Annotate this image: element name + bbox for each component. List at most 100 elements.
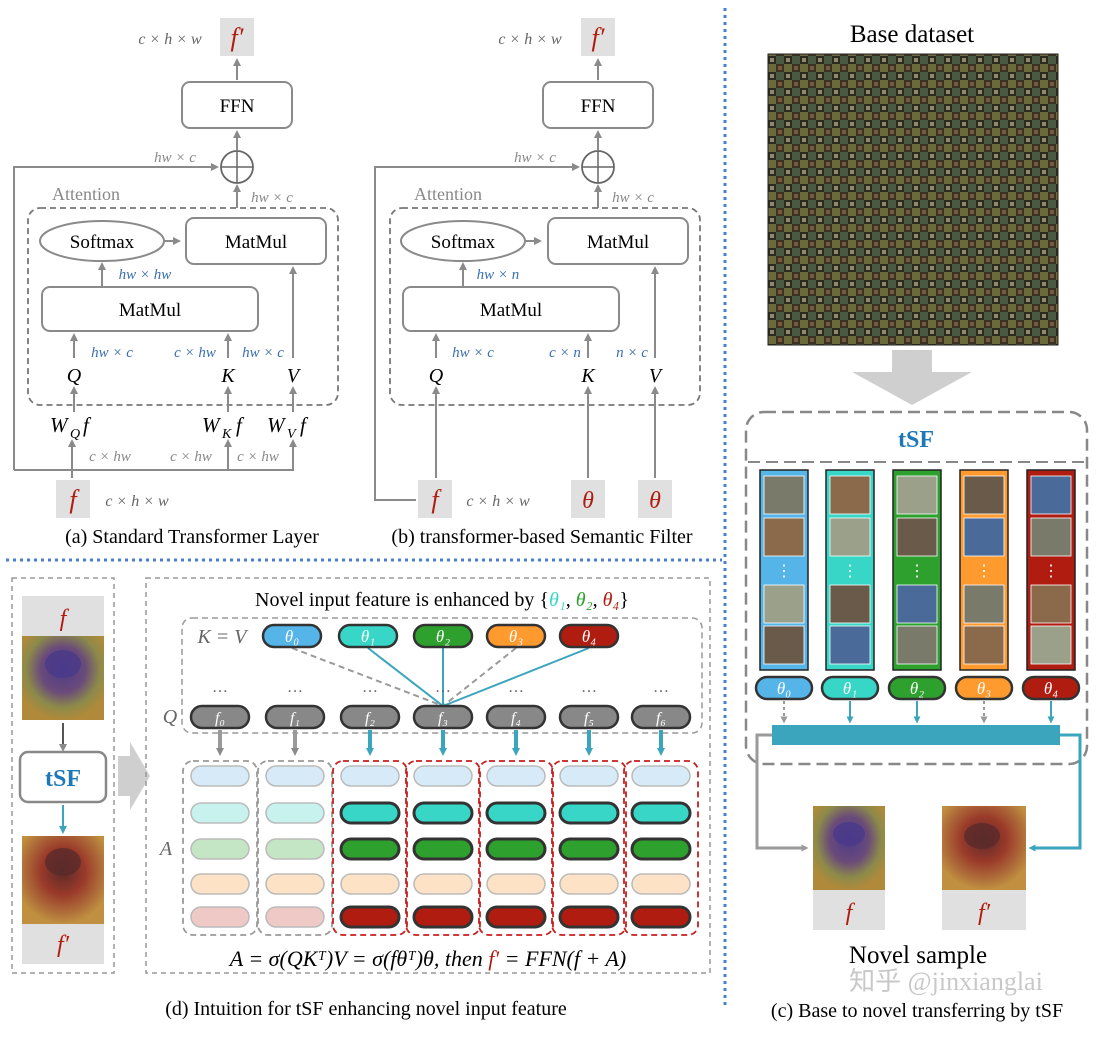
sample-image (829, 625, 871, 665)
attention-weight-pill (265, 906, 325, 928)
fprime-box (581, 18, 615, 56)
attention-weight-pill (558, 801, 620, 825)
sample-image (896, 584, 938, 624)
attention-weight-pill (265, 873, 325, 895)
attention-weight-pill (559, 765, 619, 787)
novel-sample-title: Novel sample (849, 942, 987, 969)
panel-d-intuition: f tSF f′ Novel input feature is enhanced… (11, 577, 711, 1020)
softmax-label: Softmax (431, 232, 496, 253)
attention-column (182, 760, 258, 936)
tsf-title: tSF (898, 427, 934, 453)
attention-weight-pill (630, 801, 692, 825)
sample-image (1030, 475, 1072, 515)
k-label: K (580, 365, 596, 387)
theta-k-box (571, 480, 605, 518)
attention-weight-pill (630, 837, 692, 861)
dim-hwc-residual: hw × c (154, 150, 196, 166)
svg-text:f: f (83, 413, 92, 437)
dim-q: hw × c (91, 345, 133, 361)
sample-image (763, 517, 805, 557)
query-token (264, 704, 326, 730)
attention-column (551, 760, 627, 936)
attention-weight-pill (339, 837, 401, 861)
q-label: Q (429, 365, 444, 387)
svg-text:Q: Q (70, 427, 80, 442)
attention-weight-pill (190, 802, 250, 824)
dim-k: c × hw (174, 345, 216, 361)
dim-chw: c × h × w (138, 31, 202, 48)
attention-column (623, 760, 699, 936)
big-right-arrow (118, 742, 150, 810)
dim-hwc-out: hw × c (251, 190, 293, 206)
theta-token-label: θ₁ (843, 679, 857, 698)
theta-token-label: θ₂ (436, 627, 450, 646)
attention-weight-pill (413, 873, 473, 895)
attention-weight-pill (265, 838, 325, 860)
query-token-label: f₅ (584, 710, 594, 727)
ellipsis: … (581, 679, 597, 696)
query-token (630, 704, 692, 730)
dim-hwhw: hw × hw (119, 267, 172, 283)
attention-weight-pill (485, 905, 547, 929)
f-input-label: f (431, 485, 442, 514)
sample-image (963, 517, 1005, 557)
attention-weight-pill (340, 765, 400, 787)
svg-text:W: W (267, 413, 287, 437)
vdots: ⋮ (842, 563, 858, 580)
strip-fprime-label: f′ (57, 932, 70, 958)
dim-wq-in: c × hw (89, 449, 131, 465)
theta-token (887, 675, 947, 701)
v-label: V (287, 365, 302, 387)
filter-columns: ⋮⋮⋮⋮⋮ (759, 469, 1076, 671)
query-token-label: f₁ (290, 710, 300, 727)
attention-weight-pill (265, 765, 325, 787)
attention-weight-pill (413, 765, 473, 787)
query-token-label: f₀ (215, 710, 225, 727)
sample-image (763, 584, 805, 624)
wv-f: W V f (267, 413, 309, 442)
sample-image (829, 584, 871, 624)
softmax-label: Softmax (70, 232, 135, 253)
fprime-box (220, 18, 254, 56)
vdots: ⋮ (1043, 563, 1059, 580)
dim-q: hw × c (452, 345, 494, 361)
theta-token-label: θ₁ (361, 627, 375, 646)
vdots: ⋮ (909, 563, 925, 580)
tsf-box (744, 410, 1089, 766)
attention-weight-pill (630, 905, 692, 929)
query-token-label: f₂ (365, 710, 375, 727)
attention-weight-pill (485, 837, 547, 861)
wk-f: W K f (202, 413, 245, 442)
theta-k-label: θ (582, 488, 594, 514)
attention-weight-pill (558, 905, 620, 929)
theta-token (412, 623, 474, 649)
k-label: K (220, 365, 236, 387)
dim-wv-in: c × hw (237, 449, 279, 465)
attention-weight-pill (339, 905, 401, 929)
theta-token-label: θ₄ (582, 627, 596, 646)
d-headline: Novel input feature is enhanced by {θ₁, … (255, 589, 629, 611)
dim-hwc-residual: hw × c (514, 150, 556, 166)
theta-token-label: θ₀ (285, 627, 299, 646)
attention-weight-pill (485, 801, 547, 825)
sample-image (763, 475, 805, 515)
down-arrow (852, 350, 972, 405)
ffn-label: FFN (581, 96, 616, 117)
sample-image (829, 517, 871, 557)
a-row-label: A (158, 838, 173, 860)
ellipsis: … (653, 679, 669, 696)
caption-c: (c) Base to novel transferring by tSF (771, 1000, 1063, 1022)
attention-label: Attention (414, 184, 482, 204)
attention-lines (291, 647, 590, 707)
novel-f-label: f (846, 900, 856, 926)
theta-token (954, 675, 1014, 701)
query-token (189, 704, 251, 730)
dim-hwn: hw × n (477, 267, 520, 283)
svg-text:V: V (287, 427, 297, 442)
f-input-label: f (69, 485, 80, 514)
svg-text:K: K (221, 427, 232, 442)
base-dataset-mosaic (767, 53, 1059, 346)
novel-sample-f (813, 806, 885, 890)
